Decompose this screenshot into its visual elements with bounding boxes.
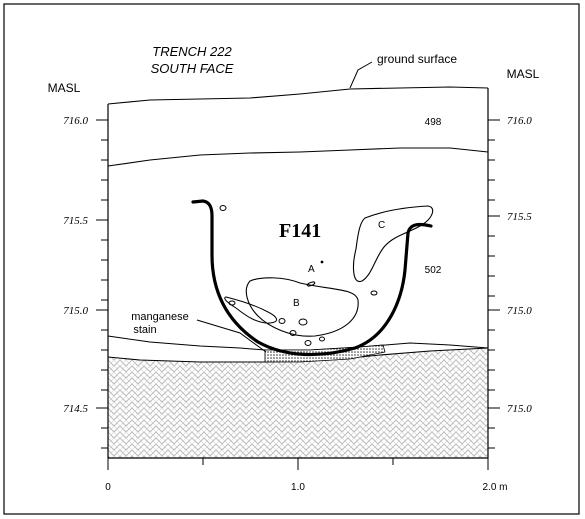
layer-number-upper: 498 [425,117,442,128]
stone [304,340,312,346]
bedrock-hatch [108,348,488,458]
stone [228,300,236,306]
x-axis-label: 0 [105,482,111,493]
inclusion-c-label: C [378,220,385,231]
stone [298,318,308,326]
title-line-2: SOUTH FACE [151,61,234,76]
inclusion-b-label: B [293,298,300,309]
right-elevation-label: 715.0 [507,305,532,317]
stone [289,330,297,336]
right-elevation-label: 715.5 [507,211,532,223]
right-elevation-ticks [488,119,500,449]
left-elevation-ticks [96,119,108,449]
feature-cut-outline [191,199,433,357]
layer-number-lower: 502 [425,265,442,276]
title-line-1: TRENCH 222 [152,44,232,59]
stone [278,318,286,324]
ground-surface-line [107,86,489,105]
stone [306,281,316,287]
stone [319,336,325,342]
right-elevation-label: 716.0 [507,115,532,127]
left-elevation-label: 716.0 [63,115,88,127]
manganese-label-line-1: manganese [131,311,189,323]
stone [370,290,378,296]
left-elevation-label: 715.5 [63,215,88,227]
x-axis-label: 1.0 [291,482,305,493]
stone [219,205,227,211]
right-elevation-label: 715.0 [507,403,532,415]
left-elevation-label: 714.5 [63,403,88,415]
x-axis-label: 2.0 m [482,482,507,493]
stone [320,260,324,264]
masl-right-label: MASL [507,67,540,81]
manganese-leader [196,319,267,353]
inclusion-b-outline [224,296,277,324]
ground-surface-leader [349,61,373,89]
inclusion-c-outline [352,205,434,282]
inclusion-a-label: A [308,264,315,275]
feature-label: F141 [279,220,321,242]
inclusion-a-outline [245,277,359,337]
ground-surface-label: ground surface [377,52,457,66]
left-elevation-label: 715.0 [63,305,88,317]
layer-boundary-line [107,147,489,167]
manganese-label-line-2: stain [133,324,156,336]
horizontal-scale-ticks [107,458,489,470]
masl-left-label: MASL [48,81,81,95]
